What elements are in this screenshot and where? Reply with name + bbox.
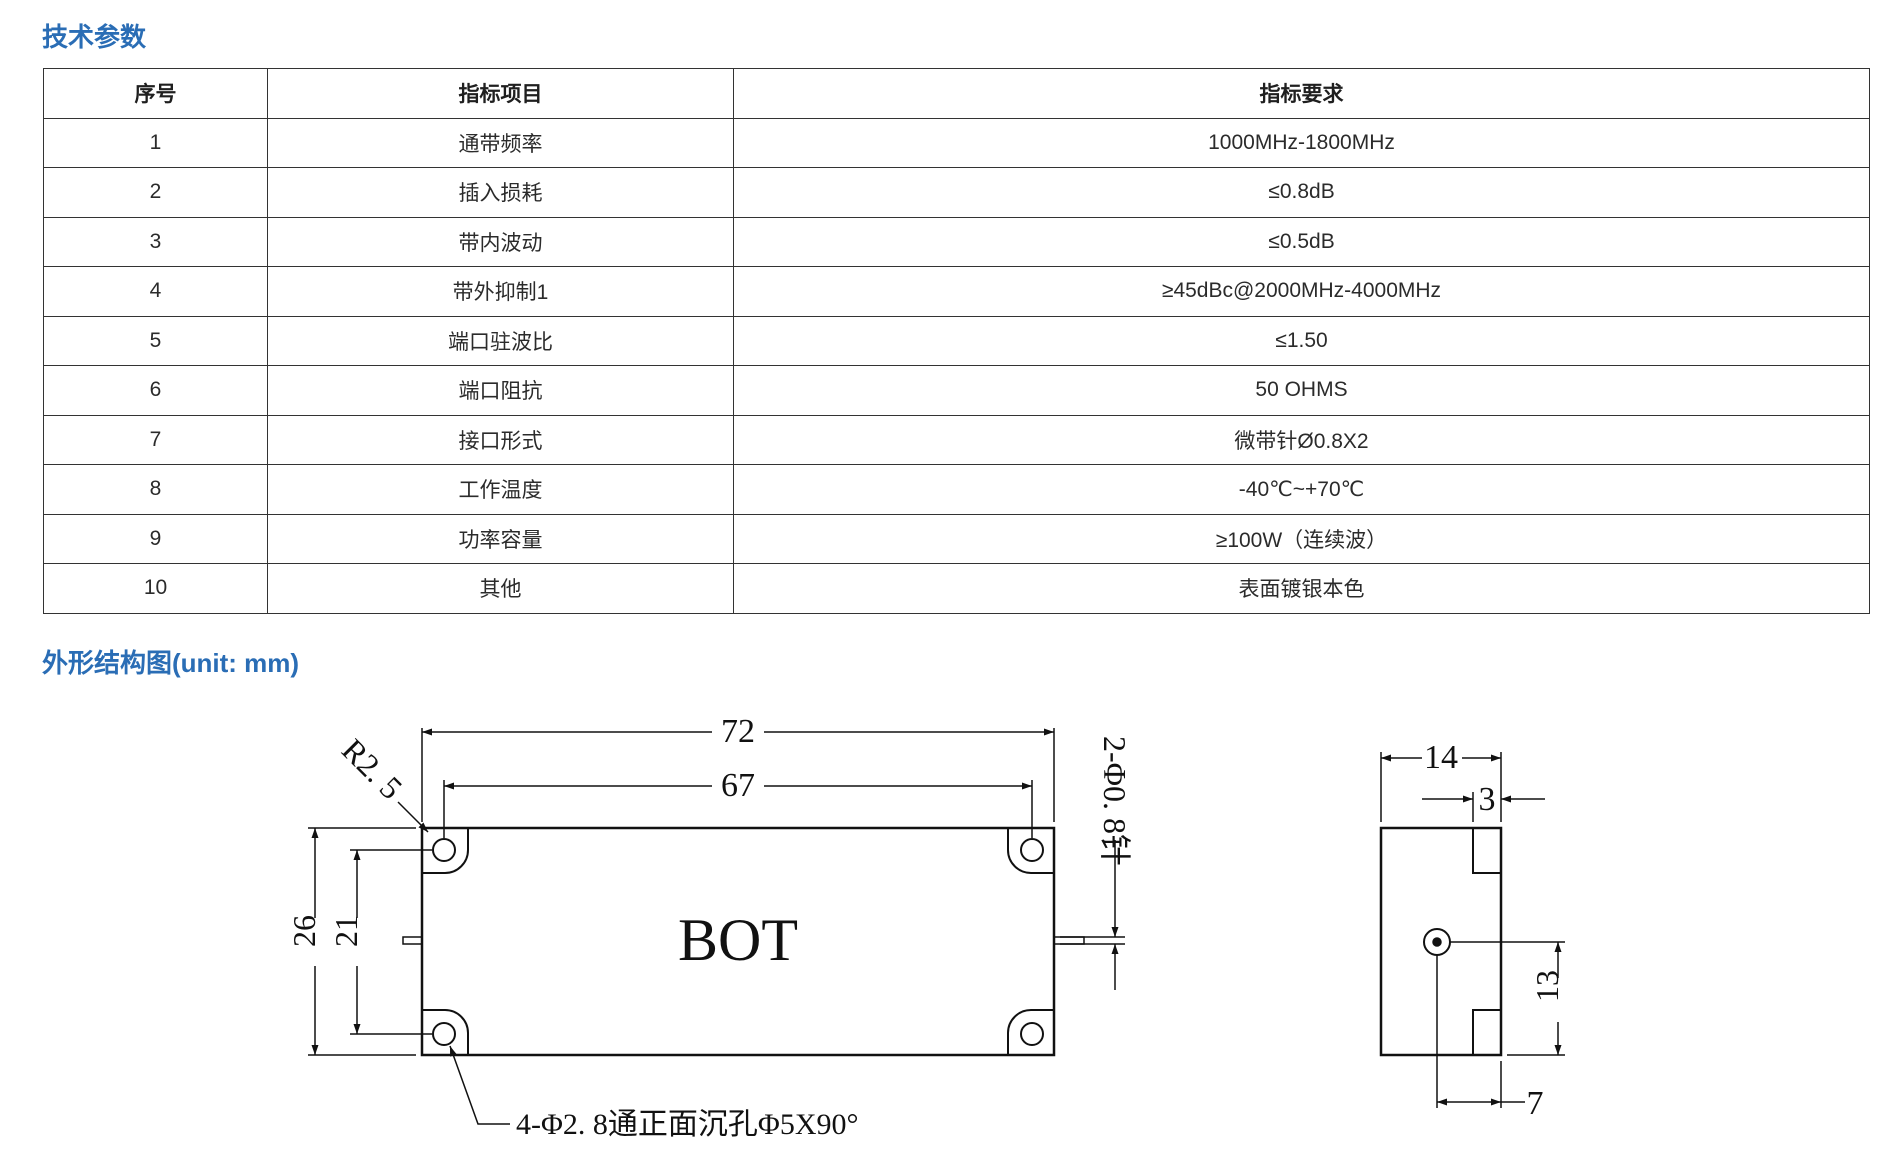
dim-13-label: 13 — [1529, 970, 1565, 1002]
cell-requirement: -40℃~+70℃ — [733, 464, 1870, 515]
dim-3-label: 3 — [1479, 781, 1496, 818]
cell-index: 2 — [43, 167, 268, 218]
hole-top-right — [1007, 827, 1054, 874]
outline-section-title: 外形结构图(unit: mm) — [42, 648, 300, 678]
cell-item: 接口形式 — [267, 414, 734, 465]
hole-bottom-right — [1007, 1009, 1054, 1056]
hole-top-left — [422, 827, 469, 874]
cell-index: 4 — [43, 266, 268, 317]
cell-item: 端口阻抗 — [267, 365, 734, 416]
hole-note-label: 4-Φ2. 8通正面沉孔Φ5X90° — [516, 1108, 859, 1141]
cell-item: 带内波动 — [267, 216, 734, 267]
cell-requirement: 1000MHz-1800MHz — [733, 117, 1870, 168]
body-label: BOT — [678, 907, 798, 973]
cell-requirement: ≥100W（连续波） — [733, 513, 1870, 564]
cell-item: 带外抑制1 — [267, 266, 734, 317]
header-requirement: 指标要求 — [733, 68, 1870, 119]
outline-drawing: 72 67 26 21 R2. 5 2-Φ0. 8针 BOT 4-Φ2. 8通正… — [286, 713, 1573, 1141]
cell-index: 9 — [43, 513, 268, 564]
dim-7-label: 7 — [1527, 1085, 1544, 1122]
cell-requirement: 微带针Ø0.8X2 — [733, 414, 1870, 465]
cell-index: 8 — [43, 464, 268, 515]
cell-index: 1 — [43, 117, 268, 168]
cell-item: 端口驻波比 — [267, 315, 734, 366]
cell-item: 插入损耗 — [267, 167, 734, 218]
spec-section-title: 技术参数 — [42, 22, 147, 52]
cell-index: 10 — [43, 563, 268, 614]
cell-item: 功率容量 — [267, 513, 734, 564]
dim-72-label: 72 — [721, 713, 755, 750]
hole-bottom-left — [422, 1009, 469, 1056]
cell-index: 7 — [43, 414, 268, 465]
dim-26-label: 26 — [286, 915, 322, 947]
radius-leader — [397, 801, 429, 833]
cell-item: 工作温度 — [267, 464, 734, 515]
cell-index: 6 — [43, 365, 268, 416]
header-item: 指标项目 — [267, 68, 734, 119]
right-pin — [1053, 936, 1085, 945]
cell-item: 通带频率 — [267, 117, 734, 168]
radius-label: R2. 5 — [335, 731, 409, 805]
cell-item: 其他 — [267, 563, 734, 614]
cell-index: 5 — [43, 315, 268, 366]
hole-note-leader — [449, 1045, 510, 1125]
dim-21-label: 21 — [328, 915, 364, 947]
left-pin — [402, 936, 423, 945]
table-header-row: 序号 指标项目 指标要求 — [43, 68, 1870, 119]
cell-requirement: 50 OHMS — [733, 365, 1870, 416]
dim-67-label: 67 — [721, 767, 755, 804]
cell-index: 3 — [43, 216, 268, 267]
cell-requirement: ≤1.50 — [733, 315, 1870, 366]
side-flange-bottom — [1472, 1009, 1502, 1056]
cell-requirement: ≥45dBc@2000MHz-4000MHz — [733, 266, 1870, 317]
cell-requirement: 表面镀银本色 — [733, 563, 1870, 614]
header-index: 序号 — [43, 68, 268, 119]
side-flange-top — [1472, 827, 1502, 874]
side-pin-inner — [1432, 937, 1442, 947]
pin-note-label: 2-Φ0. 8针 — [1097, 736, 1133, 866]
cell-requirement: ≤0.5dB — [733, 216, 1870, 267]
cell-requirement: ≤0.8dB — [733, 167, 1870, 218]
dim-14-label: 14 — [1424, 739, 1458, 776]
